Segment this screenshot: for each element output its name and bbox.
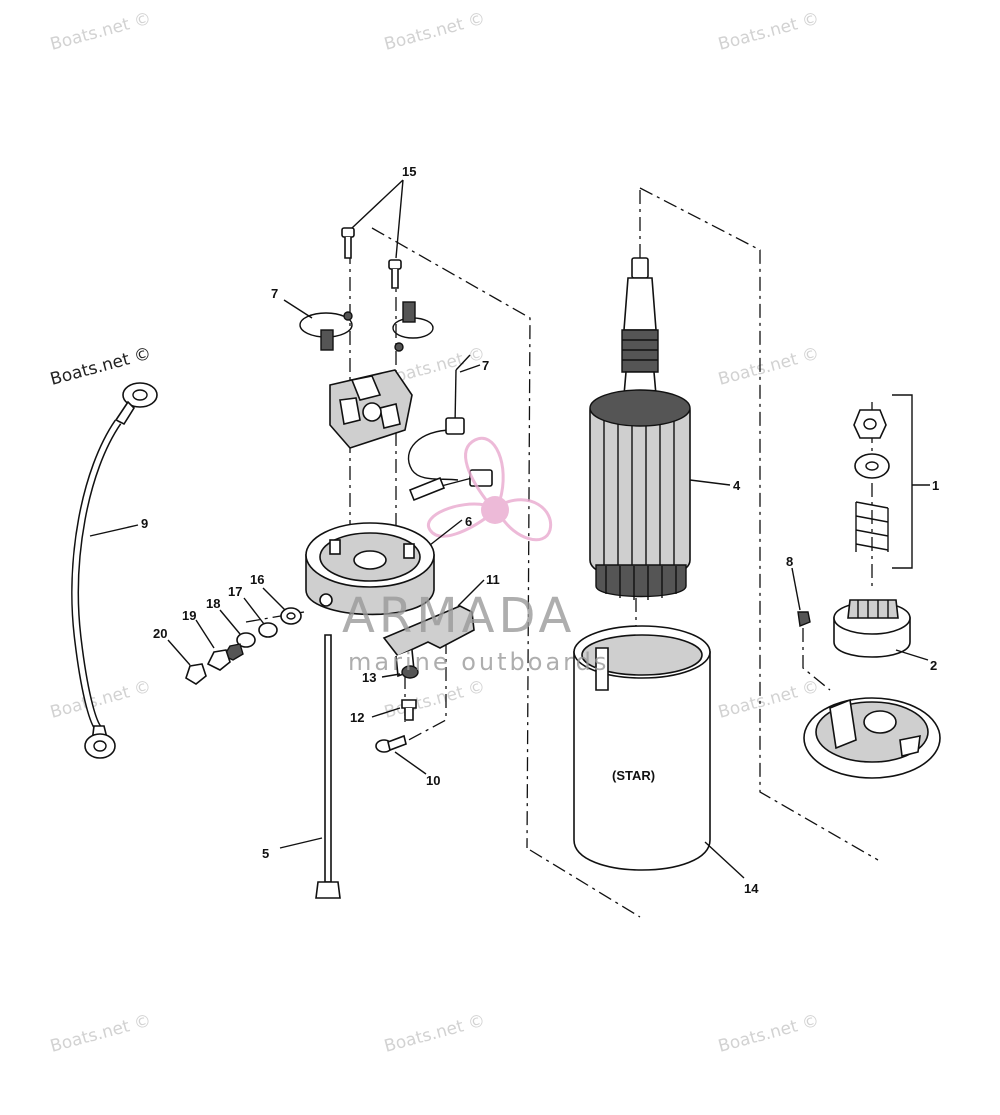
callout-19: 19	[182, 608, 196, 623]
fasteners-parts-10-12-13	[375, 665, 419, 753]
watermark: Boats.net ©	[716, 344, 821, 390]
callout-11: 11	[486, 572, 500, 587]
brand-name: ARMADA	[342, 588, 575, 644]
callout-7-left: 7	[271, 286, 278, 301]
callout-16: 16	[250, 572, 264, 587]
end-cap-part-6	[305, 522, 435, 616]
leader-lines	[89, 179, 930, 879]
callout-18: 18	[206, 596, 220, 611]
watermark: Boats.net ©	[48, 677, 153, 723]
drive-gear-part-2	[797, 599, 911, 658]
callout-6: 6	[465, 514, 472, 529]
callout-7-right: 7	[482, 358, 489, 373]
watermark: Boats.net ©	[48, 1011, 153, 1057]
brush-leads	[407, 354, 493, 502]
callout-9: 9	[141, 516, 148, 531]
battery-cable-part-9	[71, 382, 158, 759]
callouts: 15 7 7 9 6 4 1 8 2 11 16 17 18 19 20 13 …	[141, 164, 939, 896]
callout-15: 15	[402, 164, 416, 179]
screw-part-15	[341, 227, 402, 289]
callout-17: 17	[228, 584, 242, 599]
callout-20: 20	[153, 626, 167, 641]
housing-label: (STAR)	[612, 768, 655, 783]
hardware-parts-16-20	[185, 607, 302, 685]
callout-12: 12	[350, 710, 364, 725]
callout-2: 2	[930, 658, 937, 673]
brush-spring-part-7	[299, 301, 434, 352]
housing-part-14: (STAR)	[573, 625, 711, 871]
watermark: Boats.net ©	[716, 677, 821, 723]
callout-14: 14	[744, 881, 759, 896]
callout-1: 1	[932, 478, 939, 493]
armada-logo: ARMADA marine outboards	[342, 436, 609, 676]
watermark: Boats.net ©	[716, 1011, 821, 1057]
callout-13: 13	[362, 670, 376, 685]
watermark: Boats.net ©	[716, 9, 821, 55]
callout-8: 8	[786, 554, 793, 569]
watermark: Boats.net ©	[48, 9, 153, 55]
armature-part-4	[589, 257, 691, 600]
drive-hardware-part-1	[853, 394, 913, 569]
propeller-blade-icon	[464, 436, 505, 507]
watermark: Boats.net ©	[382, 9, 487, 55]
brush-holder	[329, 369, 413, 449]
watermark: Boats.net ©	[382, 677, 487, 723]
through-bolt-part-5	[315, 634, 341, 899]
brand-tagline: marine outboards	[348, 648, 609, 676]
drive-end-cap	[803, 697, 941, 779]
watermark: Boats.net ©	[382, 1011, 487, 1057]
callout-10: 10	[426, 773, 440, 788]
callout-5: 5	[262, 846, 269, 861]
callout-4: 4	[733, 478, 741, 493]
